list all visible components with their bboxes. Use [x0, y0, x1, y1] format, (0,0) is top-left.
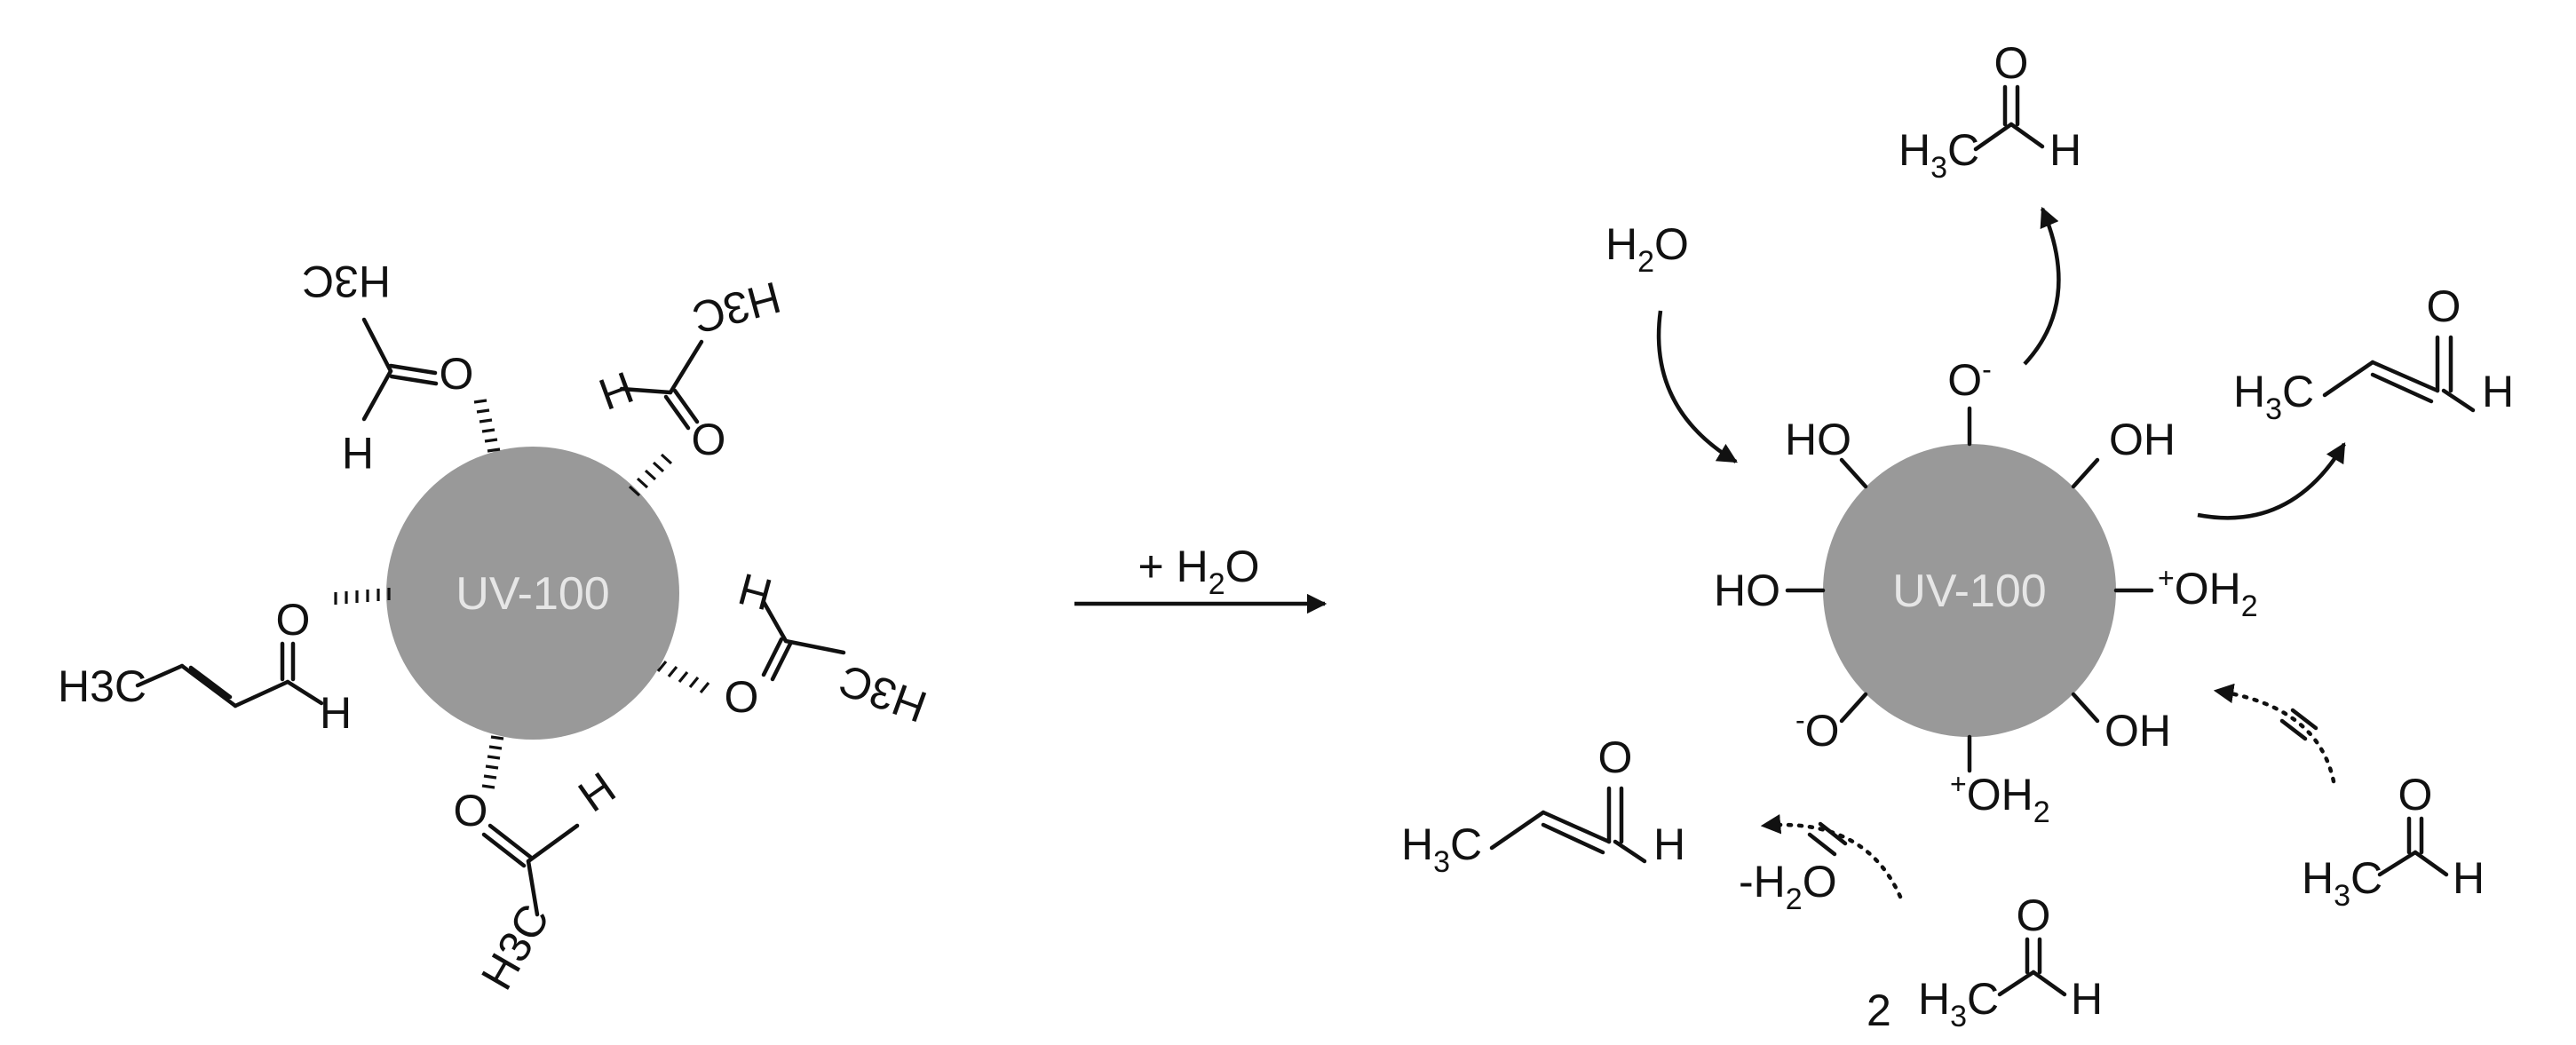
methyl-group: H3C — [58, 661, 147, 711]
oxygen-atom: O — [2398, 770, 2433, 819]
blocked-arrow-right — [2213, 683, 2336, 784]
methyl-group: H3C — [833, 655, 933, 732]
methyl-group: H3C — [2233, 367, 2314, 426]
uv100-label-right: UV-100 — [1892, 566, 2046, 617]
oxonium-right: +OH2 — [2158, 562, 2258, 623]
hydrogen-atom: H — [2482, 367, 2514, 416]
oxygen-atom: O — [1994, 38, 2029, 88]
right-panel: UV-100 O- OH +OH2 OH +OH2 -O HO HO H2O — [1401, 38, 2514, 1035]
acetaldehyde-adsorbed-3: O H H3C — [725, 564, 933, 732]
hydrogen-atom: H — [1653, 819, 1685, 869]
oxygen-atom: O — [454, 786, 488, 835]
desorption-arrow-right — [2197, 442, 2346, 520]
oxonium-bottom: +OH2 — [1950, 768, 2050, 829]
oxygen-atom: O — [276, 595, 311, 645]
stoichiometric-coefficient: 2 — [1867, 986, 1891, 1035]
hydrogen-atom: H — [569, 763, 624, 822]
acetaldehyde-adsorbed-2: O H H3C — [592, 272, 786, 464]
acetaldehyde-adsorbed-1: O H H3C — [302, 257, 473, 478]
hydroxyl-top-left: HO — [1785, 415, 1851, 464]
acetaldehyde-desorbed-top: O H3C H — [1898, 38, 2081, 366]
hashed-bonds-left — [334, 399, 710, 789]
methyl-group: H3C — [2302, 853, 2382, 913]
blocked-condensation: -H2O H3C O H 2 O H3C H — [1401, 732, 2103, 1035]
oxide-bottom-left: -O — [1795, 704, 1840, 756]
hydrogen-atom: H — [2453, 853, 2485, 903]
water-arrow — [1656, 310, 1738, 463]
methyl-group: H3C — [1918, 974, 1999, 1033]
oxygen-atom: O — [725, 672, 759, 722]
desorption-arrow-top — [2023, 206, 2061, 366]
oxygen-atom: O — [2017, 891, 2051, 940]
water-removal-label: -H2O — [1739, 857, 1837, 916]
uv100-label-left: UV-100 — [456, 568, 609, 620]
hydrogen-atom: H — [592, 361, 639, 419]
hydrogen-atom: H — [320, 688, 352, 738]
blocked-arrow-bottom — [1760, 814, 1903, 899]
reaction-arrow-group: + H2O — [1074, 542, 1328, 614]
hydrogen-atom: H — [2071, 974, 2103, 1024]
left-panel: UV-100 O H H3C O H H3C — [58, 257, 933, 998]
crotonaldehyde-adsorbed: O H H3C — [58, 595, 352, 738]
blocked-adsorption-right: O H3C H — [2213, 683, 2485, 913]
oxygen-atom: O — [2427, 281, 2461, 331]
hydrogen-atom: H — [2049, 125, 2081, 175]
hydroxyl-bottom-right: OH — [2104, 706, 2171, 756]
methyl-group: H3C — [1401, 819, 1482, 879]
acetaldehyde-adsorbed-4: O H H3C — [454, 763, 625, 998]
uv100-particle-right — [1823, 444, 2116, 737]
uv100-particle-left — [386, 447, 679, 740]
reagent-label: + H2O — [1137, 542, 1259, 601]
methyl-group: H3C — [1898, 125, 1979, 185]
surface-groups: O- OH +OH2 OH +OH2 -O HO HO — [1714, 353, 2258, 829]
oxygen-atom: O — [440, 349, 474, 399]
oxide-top: O- — [1947, 353, 1992, 405]
hydroxyl-top-right: OH — [2109, 415, 2176, 464]
water-adsorption: H2O — [1605, 219, 1738, 463]
surface-bonds — [1785, 406, 2154, 773]
methyl-group: H3C — [472, 896, 559, 998]
hydrogen-atom: H — [342, 428, 374, 478]
crotonaldehyde-desorbed-right: H3C O H — [2197, 281, 2514, 520]
methyl-group: H3C — [302, 257, 391, 306]
water-label: H2O — [1605, 219, 1689, 279]
hydroxyl-left: HO — [1714, 566, 1780, 615]
methyl-group: H3C — [687, 272, 786, 343]
oxygen-atom: O — [1598, 732, 1633, 782]
